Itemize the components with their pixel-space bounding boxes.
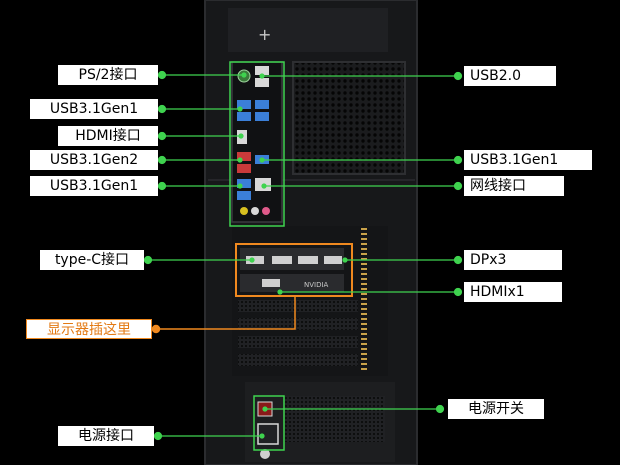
label-usb31gen2: USB3.1Gen2 — [30, 150, 158, 170]
label-usb20: USB2.0 — [464, 66, 556, 86]
hdmi-gpu-port-icon — [262, 279, 280, 287]
label-display-here: 显示器插这里 — [26, 319, 152, 339]
gpu-brand-text: NVIDIA — [304, 281, 329, 289]
dp-port-icon — [272, 256, 292, 264]
label-power-port: 电源接口 — [58, 426, 154, 446]
label-usb31gen1-top: USB3.1Gen1 — [30, 99, 158, 119]
typec-port-icon — [246, 256, 264, 264]
gpu-highlight-box — [235, 243, 353, 297]
usb20-port-icon — [255, 66, 269, 75]
label-hdmi-mb: HDMI接口 — [58, 126, 158, 146]
left-leader-lines — [143, 70, 265, 441]
label-ethernet: 网线接口 — [464, 176, 564, 196]
io-highlight-box — [229, 61, 285, 227]
label-ps2: PS/2接口 — [58, 65, 158, 85]
orange-leader-line — [151, 296, 296, 334]
power-highlight-box — [253, 395, 285, 451]
top-panel — [228, 8, 388, 52]
label-usb31gen1-bottom: USB3.1Gen1 — [30, 176, 158, 196]
usb31gen2-port-icon — [237, 152, 251, 161]
label-dp: DPx3 — [464, 250, 562, 270]
exhaust-fan-mesh — [293, 62, 405, 174]
power-socket-icon — [257, 423, 279, 445]
usb31gen1-port-icon — [237, 100, 251, 109]
screw-icon: + — [258, 25, 271, 44]
label-power-switch: 电源开关 — [448, 399, 544, 419]
label-usb31gen1-right: USB3.1Gen1 — [464, 150, 592, 170]
label-typec: type-C接口 — [40, 250, 144, 270]
audio-jack-icon — [240, 207, 248, 215]
right-leader-lines — [259, 71, 463, 414]
label-hdmi-gpu: HDMIx1 — [464, 282, 562, 302]
